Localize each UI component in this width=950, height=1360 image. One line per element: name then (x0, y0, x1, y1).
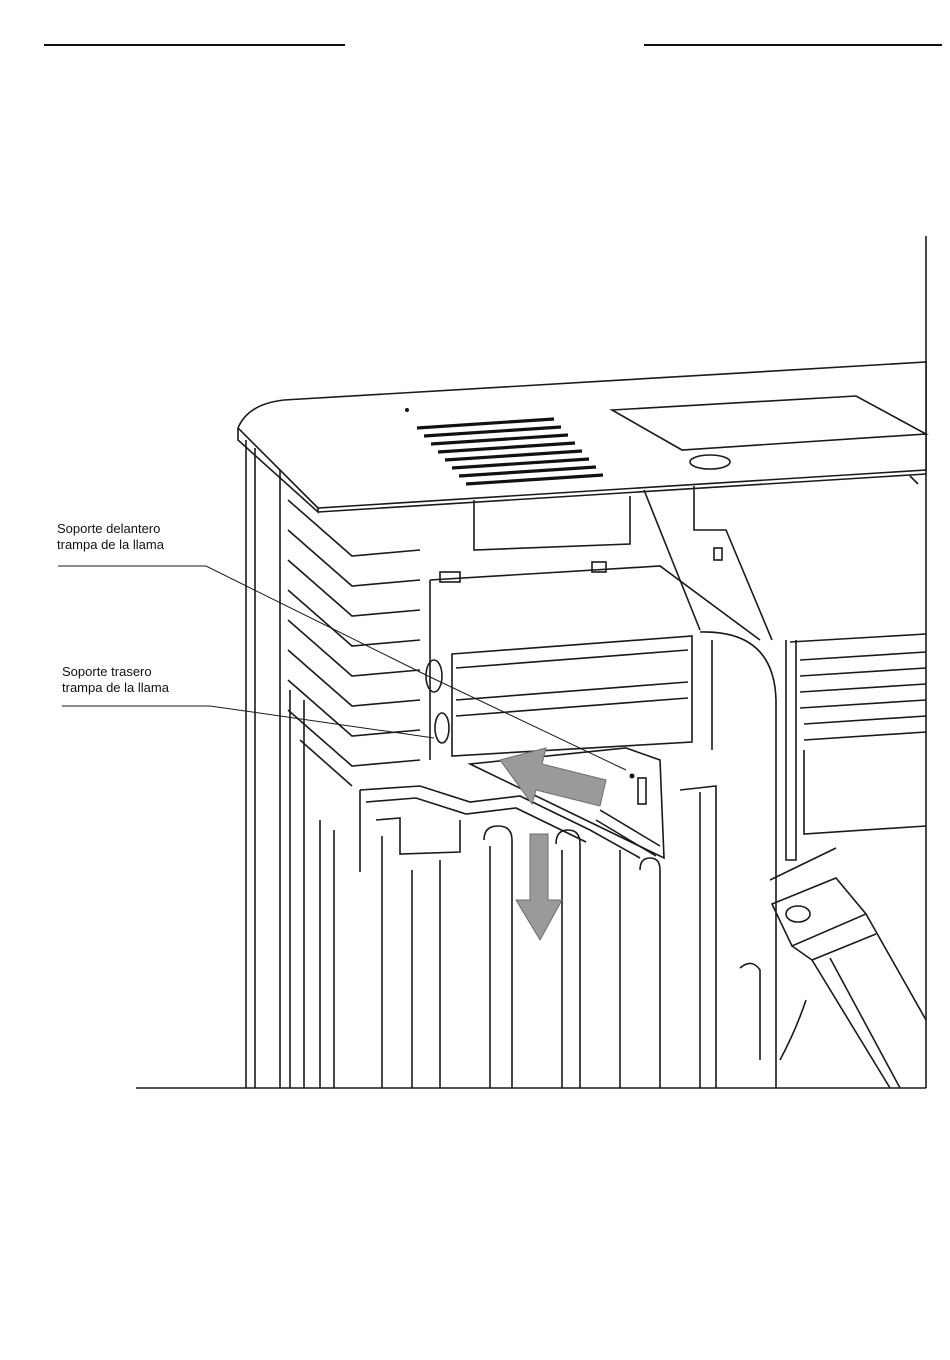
callout-front-line2: trampa de la llama (57, 537, 164, 553)
screw-dot (405, 408, 409, 412)
callout-rear-support: Soporte trasero trampa de la llama (62, 664, 169, 696)
callout-front-support: Soporte delantero trampa de la llama (57, 521, 164, 553)
ash-tray (740, 848, 926, 1088)
bracket-plate (470, 748, 664, 858)
side-louvres (288, 500, 420, 786)
burner-grille (786, 634, 926, 860)
callout-front-line1: Soporte delantero (57, 521, 164, 537)
top-cover (238, 362, 926, 512)
callout-rear-line2: trampa de la llama (62, 680, 169, 696)
arrow-drop-down (516, 834, 562, 940)
rear-support-ring (435, 713, 449, 743)
movement-arrows (500, 748, 606, 940)
callout-rear-line1: Soporte trasero (62, 664, 169, 680)
